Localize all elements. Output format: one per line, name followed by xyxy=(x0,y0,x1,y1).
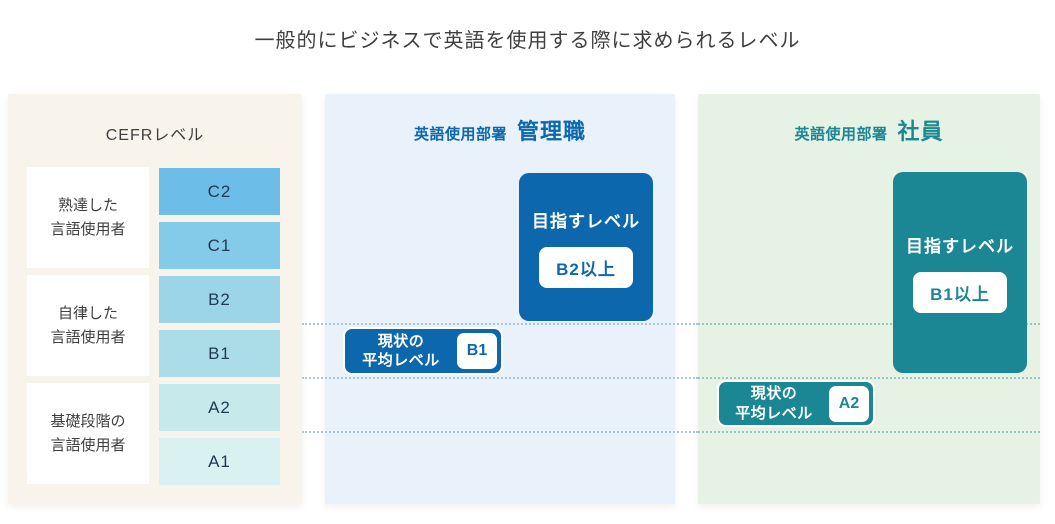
level-guide-line-a1 xyxy=(302,431,698,433)
manager-current-level-chip: B1 xyxy=(457,333,497,369)
current-level-label-line: 平均レベル xyxy=(735,404,813,422)
cefr-panel-header: CEFRレベル xyxy=(105,127,205,144)
cefr-level-box-c1: C1 xyxy=(159,222,280,269)
level-guide-line-a2 xyxy=(698,377,1040,379)
staff-panel-header: 英語使用部署 社員 xyxy=(698,114,1040,146)
staff-panel: 英語使用部署 社員 目指すレベル B1以上 現状の 平均レベル A2 xyxy=(698,94,1040,504)
level-guide-line-b1 xyxy=(302,323,698,325)
current-level-label-line: 平均レベル xyxy=(362,352,440,369)
target-level-label: 目指すレベル xyxy=(906,237,1014,256)
manager-current-level-badge: 現状の 平均レベル B1 xyxy=(343,327,503,375)
cefr-group-proficient: 熟達した 言語使用者 xyxy=(27,167,149,268)
manager-target-level-chip: B2以上 xyxy=(539,246,633,288)
level-guide-line-a2 xyxy=(302,377,698,379)
cefr-level-box-a1: A1 xyxy=(159,438,280,485)
target-level-label: 目指すレベル xyxy=(532,211,640,231)
page-title: 一般的にビジネスで英語を使用する際に求められるレベル xyxy=(254,30,801,52)
level-guide-line-b1 xyxy=(698,323,1040,325)
cefr-panel: CEFRレベル 熟達した 言語使用者 自律した 言語使用者 基礎段階の 言語使用… xyxy=(8,94,302,504)
current-level-label-line: 現状の xyxy=(377,332,425,350)
cefr-group-label-line: 言語使用者 xyxy=(50,220,126,238)
cefr-group-label-line: 言語使用者 xyxy=(50,328,126,346)
cefr-group-label-line: 言語使用者 xyxy=(50,436,126,454)
staff-current-level-chip: A2 xyxy=(829,385,869,422)
dept-role: 管理職 xyxy=(517,119,587,144)
dept-role: 社員 xyxy=(897,119,944,144)
cefr-group-label-line: 自律した xyxy=(57,304,118,322)
cefr-group-label-line: 熟達した xyxy=(57,196,118,214)
current-level-label: 現状の 平均レベル xyxy=(345,332,457,371)
level-guide-line-a1 xyxy=(698,431,1040,433)
cefr-level-box-c2: C2 xyxy=(159,168,280,215)
manager-panel: 英語使用部署 管理職 目指すレベル B2以上 現状の 平均レベル B1 xyxy=(325,94,675,504)
cefr-level-box-a2: A2 xyxy=(159,384,280,431)
dept-label: 英語使用部署 xyxy=(794,126,888,143)
dept-label: 英語使用部署 xyxy=(413,126,507,143)
current-level-label: 現状の 平均レベル xyxy=(719,384,829,423)
staff-current-level-badge: 現状の 平均レベル A2 xyxy=(717,380,875,427)
manager-panel-header: 英語使用部署 管理職 xyxy=(325,114,675,146)
staff-target-level-chip: B1以上 xyxy=(913,272,1007,313)
cefr-level-box-b1: B1 xyxy=(159,330,280,377)
staff-target-level-card: 目指すレベル B1以上 xyxy=(893,172,1027,373)
current-level-label-line: 現状の xyxy=(750,385,798,402)
cefr-group-basic: 基礎段階の 言語使用者 xyxy=(27,383,149,484)
cefr-level-box-b2: B2 xyxy=(159,276,280,323)
manager-target-level-card: 目指すレベル B2以上 xyxy=(519,173,653,321)
cefr-group-independent: 自律した 言語使用者 xyxy=(27,275,149,376)
cefr-group-label-line: 基礎段階の xyxy=(50,412,126,430)
